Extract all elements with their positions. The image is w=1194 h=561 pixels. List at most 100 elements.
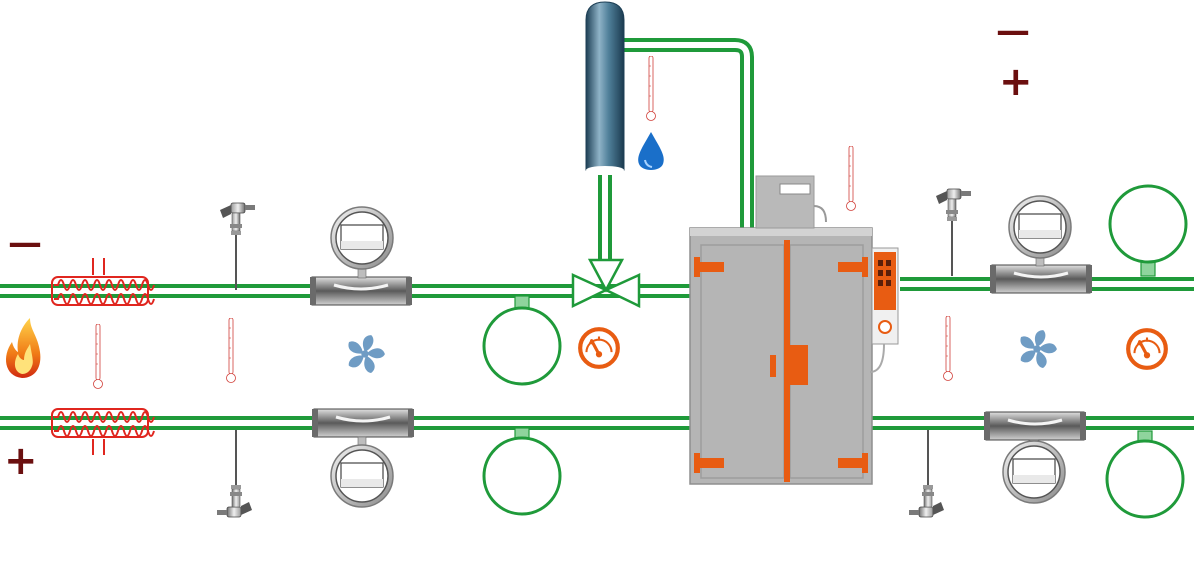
flow-meter-icon-body: [313, 408, 413, 438]
dial-icon[interactable]: [1128, 330, 1166, 368]
valve-right-wedge: [603, 273, 641, 308]
cabinet-hinge: [694, 262, 724, 272]
cabinet-hinge: [838, 262, 868, 272]
cabinet-top-cable: [813, 205, 827, 223]
drop-highlight: [644, 159, 653, 168]
thermometer-icon: [846, 146, 856, 211]
temperature-probe-icon[interactable]: [935, 188, 972, 277]
heater-coil-icon-frame: [51, 408, 149, 438]
expansion-vessel-ring-ring: [1108, 184, 1188, 264]
plus-sign-right: +: [999, 59, 1033, 105]
control-panel-knob[interactable]: [878, 320, 892, 334]
flow-meter-icon-body: [991, 264, 1091, 294]
control-panel-button[interactable]: [878, 280, 883, 286]
minus-sign-left: —: [8, 223, 42, 263]
pressure-gauge-icon: [330, 206, 394, 279]
pressure-gauge-icon: [1002, 439, 1066, 504]
heater-coil-icon-wave-top: [54, 279, 155, 291]
valve-top-wedge: [587, 258, 625, 293]
heater-coil-icon-wave-bottom: [54, 425, 155, 437]
tank-cap: [586, 3, 624, 37]
cabinet-handle: [784, 345, 808, 385]
flow-meter-icon-flange-left: [990, 265, 996, 293]
control-panel[interactable]: [869, 247, 899, 373]
control-panel-button[interactable]: [878, 270, 883, 276]
pressure-gauge-icon-face: [1008, 195, 1072, 259]
control-panel-screen: [874, 252, 896, 310]
cabinet-handle-left: [770, 355, 776, 377]
cabinet-top-window: [779, 183, 811, 195]
tank-top-pipe-inner: [622, 42, 750, 228]
cabinet-hinge-plate: [862, 453, 868, 473]
pressure-gauge-icon-face: [330, 444, 394, 508]
thermometer-icon: [646, 56, 656, 121]
fan-icon: [1018, 330, 1058, 370]
temperature-probe-icon[interactable]: [219, 202, 256, 291]
expansion-vessel-ring-ring: [482, 306, 562, 386]
probe-body: [216, 429, 253, 518]
thermometer-icon: [943, 316, 953, 381]
three-way-valve-icon[interactable]: [571, 258, 641, 308]
plus-sign-left: +: [4, 438, 38, 484]
pressure-gauge-icon-face: [1002, 440, 1066, 504]
expansion-tank-icon: [585, 1, 625, 174]
expansion-vessel-ring-stub: [1140, 261, 1156, 277]
expansion-vessel-ring[interactable]: [1108, 184, 1188, 277]
flow-meter-icon-body: [311, 276, 411, 306]
expansion-vessel-ring-stub: [514, 295, 530, 309]
expansion-vessel-ring[interactable]: [1105, 430, 1185, 519]
minus-sign-right: —: [996, 11, 1030, 51]
water-drop-icon: [638, 132, 664, 170]
heater-coil-icon-frame: [51, 276, 149, 306]
flow-meter-icon-sheen: [333, 283, 389, 291]
cabinet-hinge-plate: [694, 453, 700, 473]
flow-meter-icon-sheen: [1013, 271, 1069, 279]
pressure-gauge-icon: [1008, 195, 1072, 267]
cabinet-hinge: [694, 458, 724, 468]
expansion-vessel-ring-ring: [482, 436, 562, 516]
probe-body: [908, 429, 945, 518]
flow-meter-icon[interactable]: [984, 411, 1086, 441]
flow-meter-icon-flange-right: [1086, 265, 1092, 293]
heater-coil-icon-wave-bottom: [54, 293, 155, 305]
flow-meter-icon-body: [985, 411, 1085, 441]
cabinet-top-band: [690, 228, 872, 236]
flow-meter-icon[interactable]: [990, 264, 1092, 294]
heater-coil-icon-wave-top: [54, 411, 155, 423]
heater-coil-icon: [51, 408, 155, 438]
flow-meter-icon-flange-right: [408, 409, 414, 437]
temperature-probe-icon[interactable]: [216, 429, 253, 518]
heater-coil-lead-top: [92, 258, 105, 275]
fire-icon: [6, 318, 41, 378]
heater-coil-icon: [51, 276, 155, 306]
tank-body: [585, 1, 625, 171]
cabinet-hinge: [838, 458, 868, 468]
fire-core: [14, 344, 33, 374]
fan-icon: [346, 335, 386, 375]
tank-top-pipe-outer: [622, 38, 754, 228]
drop-body: [638, 132, 664, 170]
control-panel-cable: [869, 343, 885, 373]
control-panel-button[interactable]: [878, 260, 883, 266]
temperature-probe-icon[interactable]: [908, 429, 945, 518]
control-panel-button[interactable]: [886, 260, 891, 266]
expansion-vessel-ring[interactable]: [482, 295, 562, 386]
cabinet-icon: [689, 175, 873, 485]
control-panel-button[interactable]: [886, 270, 891, 276]
flow-meter-icon[interactable]: [312, 408, 414, 438]
cabinet-hinge-plate: [862, 257, 868, 277]
flow-meter-icon-flange-left: [310, 277, 316, 305]
control-panel-button[interactable]: [886, 280, 891, 286]
flow-meter-icon-flange-left: [312, 409, 318, 437]
valve-left-wedge: [571, 273, 609, 308]
tank-top-pipe: [622, 38, 754, 228]
flow-meter-icon-sheen: [1007, 418, 1063, 426]
dial-icon[interactable]: [580, 329, 618, 367]
thermometer-icon: [226, 318, 236, 383]
flow-meter-icon[interactable]: [310, 276, 412, 306]
pressure-gauge-icon-face: [330, 206, 394, 270]
expansion-vessel-ring[interactable]: [482, 427, 562, 516]
flow-meter-icon-flange-left: [984, 412, 990, 440]
flow-meter-icon-sheen: [335, 415, 391, 423]
